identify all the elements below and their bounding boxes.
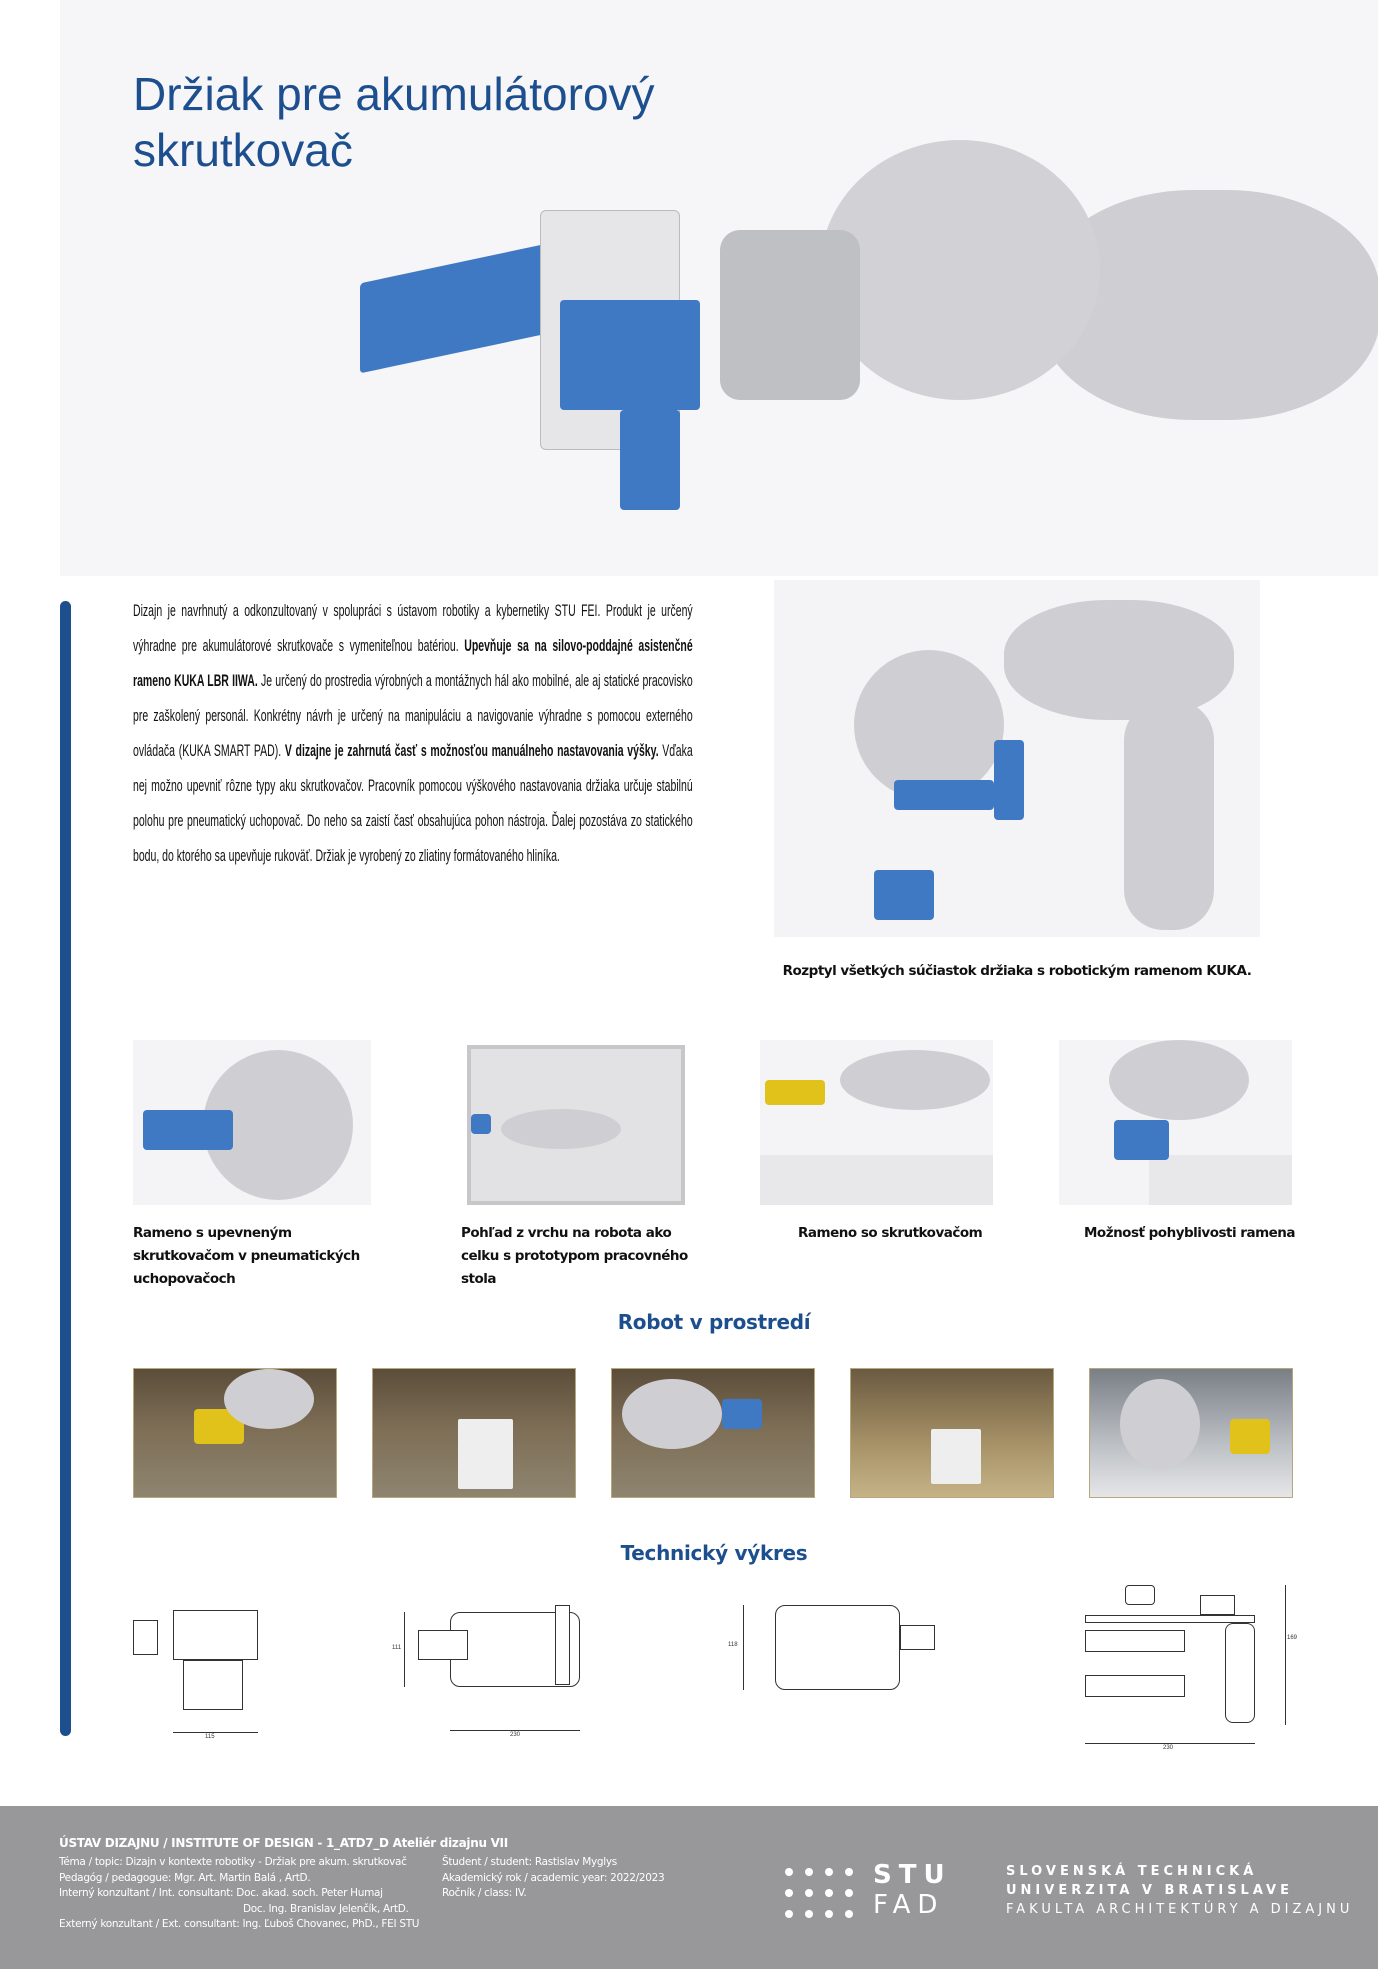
body-bold-2: V dizajne je zahrnutá časť s možnosťou m… [284,742,659,760]
footer-credits-right: Študent / student: Rastislav Myglys Akad… [442,1855,702,1902]
dimension-label: 230 [510,1732,521,1738]
uni-line-3: FAKULTA ARCHITEKTÚRY A DIZAJNU [1006,1902,1354,1917]
environment-photo-2 [372,1368,576,1498]
body-text-2: Je určený do prostredia výrobných a mont… [133,672,693,760]
technical-drawing-3: 118 [725,1600,945,1700]
drawing-heading: Technický výkres [620,1541,808,1565]
exploded-view-caption: Rozptyl všetkých súčiastok držiaka s rob… [782,963,1252,979]
hero-render [60,0,1378,576]
view-image-4 [1059,1040,1292,1205]
stu-dots-logo-icon [785,1868,865,1928]
footer-pedagogue: Pedagóg / pedagogue: Mgr. Art. Martin Ba… [59,1871,311,1884]
footer-credits-left: Téma / topic: Dizajn v kontexte robotiky… [59,1855,439,1933]
footer-topic: Téma / topic: Dizajn v kontexte robotiky… [59,1856,407,1868]
view-caption-4: Možnosť pohyblivosti ramena [1084,1225,1296,1241]
uni-line-1: SLOVENSKÁ TECHNICKÁ [1006,1864,1258,1879]
dimension-label: 115 [205,1734,215,1740]
footer-class: Ročník / class: IV. [442,1887,527,1899]
environment-photo-4 [850,1368,1054,1498]
uni-line-2: UNIVERZITA V BRATISLAVE [1006,1883,1293,1898]
environment-photo-5 [1089,1368,1293,1498]
body-text-3: Vďaka nej možno upevniť rôzne typy aku s… [133,742,693,865]
environment-photo-3 [611,1368,815,1498]
view-image-1 [133,1040,371,1205]
body-bold-1: Upevňuje sa na silovo-poddajné asistenčn… [133,637,693,690]
view-image-3 [760,1040,993,1205]
holder-gripper [560,300,700,410]
description-text: Dizajn je navrhnutý a odkonzultovaný v s… [133,594,693,874]
environment-heading: Robot v prostredí [617,1310,811,1334]
university-name: SLOVENSKÁ TECHNICKÁ UNIVERZITA V BRATISL… [1006,1862,1353,1919]
technical-drawing-1: 115 [133,1600,268,1740]
accent-bar [60,601,71,1736]
view-caption-2: Pohľad z vrchu na robota ako celku s pro… [461,1225,688,1287]
dimension-label: 169 [1287,1635,1298,1641]
logo-fad: FAD [873,1890,945,1920]
holder-jaw [620,410,680,510]
exploded-view-image [774,580,1260,937]
footer-year: Akademický rok / academic year: 2022/202… [442,1871,665,1884]
footer-int-consultant-2: Doc. Ing. Branislav Jelenčík, ArtD. [243,1902,409,1915]
footer-ext-consultant: Externý konzultant / Ext. consultant: In… [59,1918,420,1930]
logo-stu: STU [873,1860,952,1890]
view-caption-3: Rameno so skrutkovačom [798,1225,983,1241]
technical-drawing-2: 111 230 [390,1600,590,1740]
view-caption-1: Rameno s upevneným skrutkovačom v pneuma… [133,1225,360,1287]
footer-heading: ÚSTAV DIZAJNU / INSTITUTE OF DESIGN - 1_… [59,1836,508,1850]
dimension-label: 230 [1163,1745,1174,1751]
page-title: Držiak pre akumulátorový skrutkovač [133,68,655,176]
robot-joint [820,140,1100,400]
footer-student: Študent / student: Rastislav Myglys [442,1856,617,1868]
body-text-1: Dizajn je navrhnutý a odkonzultovaný v s… [133,602,693,655]
environment-photo-1 [133,1368,337,1498]
dimension-label: 118 [728,1642,738,1648]
dimension-label: 111 [392,1645,402,1651]
technical-drawing-4: 169 230 [1085,1580,1300,1755]
robot-arm-segment [1040,190,1378,420]
view-image-2 [467,1045,685,1205]
footer: ÚSTAV DIZAJNU / INSTITUTE OF DESIGN - 1_… [0,1806,1378,1969]
flange [720,230,860,400]
footer-int-consultant: Interný konzultant / Int. consultant: Do… [59,1887,383,1899]
